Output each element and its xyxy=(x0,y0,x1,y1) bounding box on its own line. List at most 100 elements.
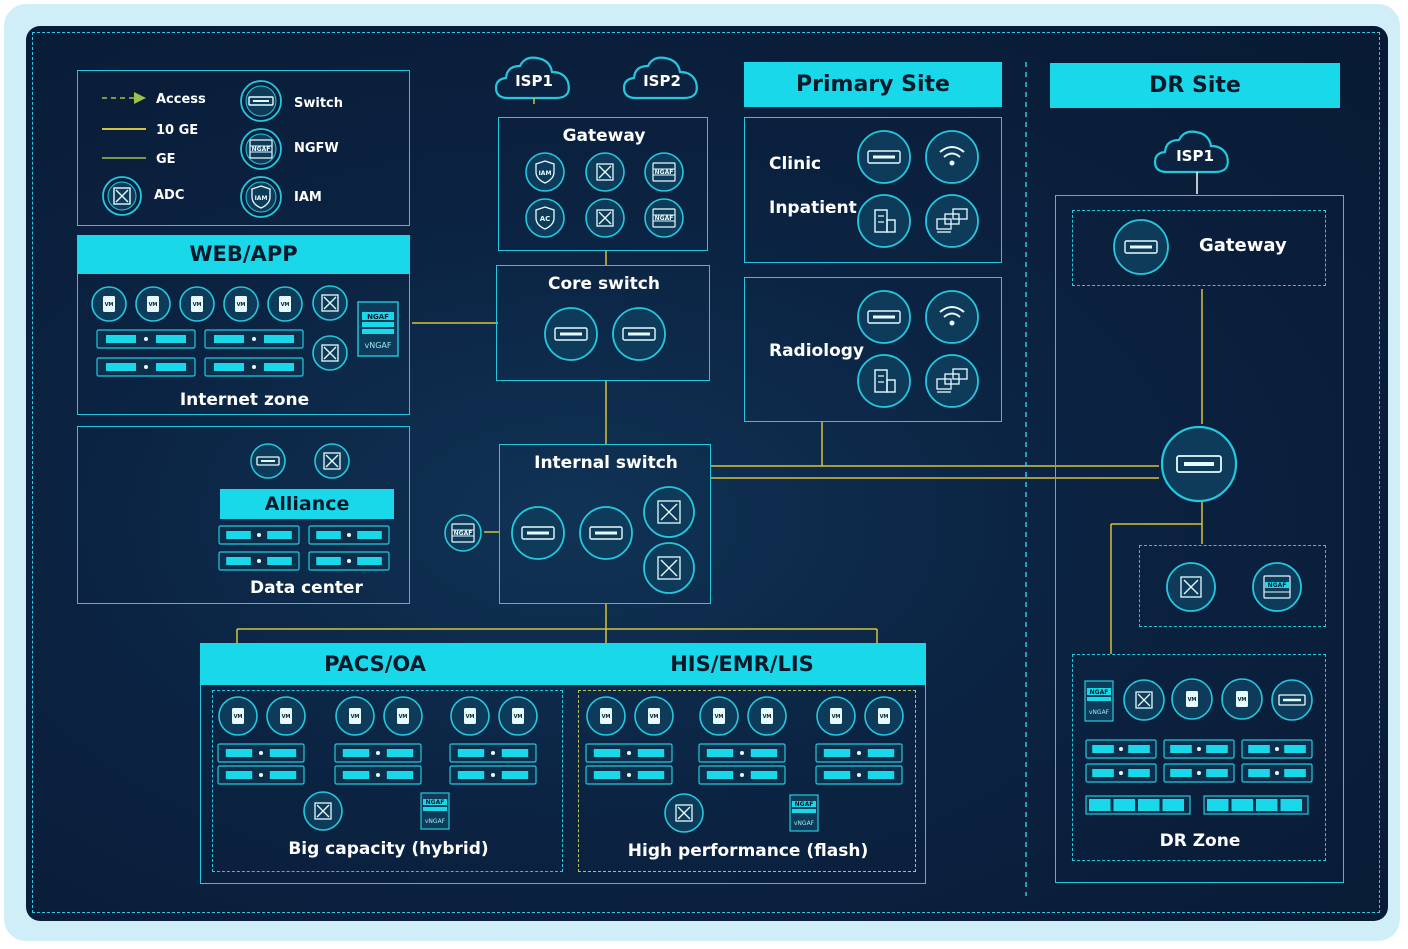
legend-ge-label: GE xyxy=(156,152,176,167)
svg-text:VM: VM xyxy=(281,302,290,308)
his-vngaf-ngaf-label: NGAF xyxy=(795,801,814,808)
svg-text:VM: VM xyxy=(466,714,475,720)
web-app-title: WEB/APP xyxy=(77,235,410,274)
vngaf-label: vNGAF xyxy=(365,341,392,350)
inpatient-label: Inpatient xyxy=(769,198,857,218)
server-rack-icon xyxy=(308,551,390,571)
vm-icon: VM xyxy=(266,696,306,736)
his-emr-lis-box: VM VM VM VM xyxy=(578,690,916,872)
server-rack-icon xyxy=(1085,763,1157,783)
svg-text:VM: VM xyxy=(514,714,523,720)
clinic-inpatient-box: Clinic Inpatient xyxy=(744,117,1002,263)
server-rack-icon xyxy=(585,765,673,785)
server-rack-icon xyxy=(334,743,422,763)
vngaf-appliance-icon: NGAF vNGAF xyxy=(1084,680,1114,722)
svg-text:VM: VM xyxy=(149,302,158,308)
vm-icon: VM xyxy=(864,696,904,736)
dr-server-racks xyxy=(1085,739,1319,787)
server-rack-icon xyxy=(204,329,304,349)
vngaf-ngaf-label: NGAF xyxy=(367,313,389,321)
svg-text:VM: VM xyxy=(105,302,114,308)
building-icon xyxy=(857,194,911,248)
server-rack-icon xyxy=(449,765,537,785)
switch-icon xyxy=(1271,679,1313,721)
legend-switch-label: Switch xyxy=(294,96,344,111)
internal-switch-title: Internal switch xyxy=(534,453,678,473)
switch-icon xyxy=(240,80,282,122)
dr-zone-label: DR Zone xyxy=(1159,831,1241,851)
svg-text:VM: VM xyxy=(763,714,772,720)
vm-icon: VM xyxy=(1221,678,1263,720)
big-capacity-label: Big capacity (hybrid) xyxy=(288,839,489,859)
connection-lines xyxy=(236,62,1203,896)
adc-icon xyxy=(643,542,695,594)
server-rack-icon xyxy=(1241,739,1313,759)
svg-text:VM: VM xyxy=(234,714,243,720)
server-rack-icon xyxy=(218,525,300,545)
server-rack-icon xyxy=(698,765,786,785)
data-center-server-racks xyxy=(218,525,398,577)
server-rack-icon xyxy=(334,765,422,785)
storage-zone: PACS/OA HIS/EMR/LIS VM VM VM VM xyxy=(200,643,926,884)
his-vngaf-label: vNGAF xyxy=(794,820,815,827)
core-switch-box: Core switch xyxy=(496,265,710,381)
iam-badge: IAM xyxy=(539,170,552,177)
adc-icon xyxy=(585,152,625,192)
vm-icon: VM xyxy=(747,696,787,736)
dr-gateway-box: Gateway xyxy=(1072,210,1326,286)
isp2-label: ISP2 xyxy=(643,72,681,90)
switch-icon xyxy=(250,443,286,479)
vm-icon: VM xyxy=(179,286,215,322)
adc-icon xyxy=(102,176,142,216)
svg-text:VM: VM xyxy=(880,714,889,720)
switch-icon xyxy=(544,307,598,361)
cloud-icon: ISP1 xyxy=(1153,130,1229,194)
gateway-box: Gateway IAM NGAF AC xyxy=(498,117,708,251)
vngaf-appliance-icon: NGAF vNGAF xyxy=(357,301,399,357)
wifi-icon xyxy=(925,290,979,344)
radiology-box: Radiology xyxy=(744,277,1002,422)
clinic-label: Clinic xyxy=(769,154,822,174)
svg-text:VM: VM xyxy=(832,714,841,720)
server-rack-icon xyxy=(96,329,196,349)
diagram-panel: Access 10 GE GE ADC Switch xyxy=(26,26,1388,921)
ngfw-icon: NGAF xyxy=(644,152,684,192)
svg-text:VM: VM xyxy=(602,714,611,720)
outer-frame: Access 10 GE GE ADC Switch xyxy=(4,4,1400,941)
ngfw-icon: NGAF xyxy=(644,198,684,238)
dr-site-box xyxy=(1055,195,1344,883)
vm-icon: VM xyxy=(223,286,259,322)
alliance-title: Alliance xyxy=(220,489,394,519)
dr-zone-box: NGAF vNGAF VM VM xyxy=(1072,654,1326,861)
adc-icon xyxy=(314,443,350,479)
vm-icon: VM xyxy=(267,286,303,322)
building-icon xyxy=(857,354,911,408)
switch-icon xyxy=(579,506,633,560)
pacs-vngaf-label: vNGAF xyxy=(425,818,446,825)
core-switch-title: Core switch xyxy=(548,274,660,294)
svg-text:VM: VM xyxy=(351,714,360,720)
cloud-icon: ISP2 xyxy=(622,56,698,100)
ac-icon: AC xyxy=(525,198,565,238)
server-rack-icon xyxy=(308,525,390,545)
server-rack-icon xyxy=(204,357,304,377)
dr-isp1-label: ISP1 xyxy=(1176,147,1214,165)
pacs-oa-title: PACS/OA xyxy=(324,652,426,676)
switch-icon xyxy=(857,290,911,344)
legend-iam-label: IAM xyxy=(294,190,322,205)
vm-icon: VM xyxy=(1171,678,1213,720)
iam-icon: IAM xyxy=(240,176,282,218)
adc-icon xyxy=(585,198,625,238)
switch-icon xyxy=(511,506,565,560)
svg-text:VM: VM xyxy=(1238,697,1247,703)
dr-site-title: DR Site xyxy=(1050,63,1340,108)
vm-icon: VM xyxy=(699,696,739,736)
ngfw-icon: NGAF xyxy=(240,128,282,170)
vm-icon: VM xyxy=(91,286,127,322)
server-rack-icon xyxy=(698,743,786,763)
pacs-oa-box: VM VM VM VM xyxy=(212,690,563,872)
vm-icon: VM xyxy=(450,696,490,736)
web-app-zone: WEB/APP VM VM VM VM VM xyxy=(77,235,410,415)
vm-icon: VM xyxy=(218,696,258,736)
switch-icon xyxy=(1113,219,1169,275)
